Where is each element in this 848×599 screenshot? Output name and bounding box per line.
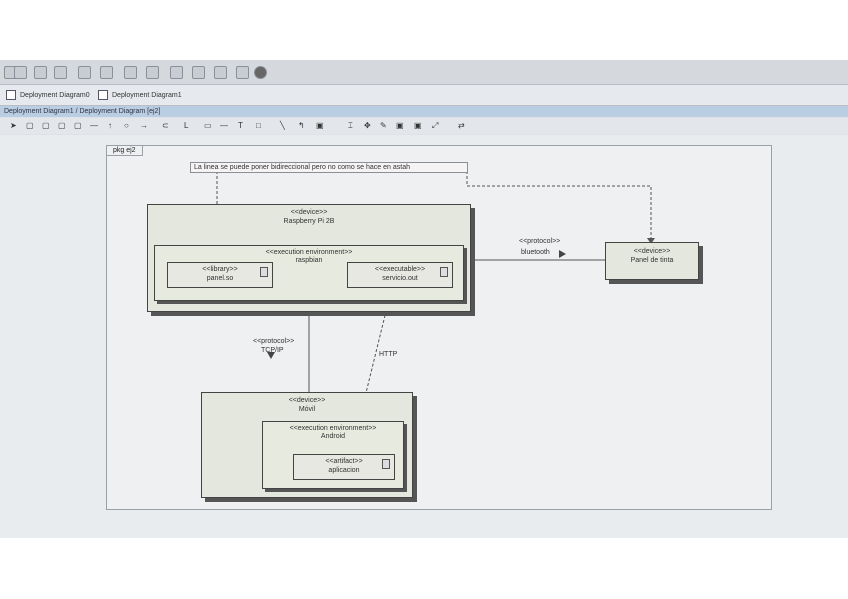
raspbian-name: raspbian [295, 257, 323, 264]
resize-tool-icon[interactable]: ⤢ [432, 121, 439, 130]
component-tool-icon[interactable]: ▢ [58, 121, 66, 130]
toolbar-button[interactable] [214, 66, 227, 79]
save-icon[interactable] [14, 66, 27, 79]
artifact-icon [382, 459, 390, 469]
aplicacion-artifact[interactable]: <<artifact>> aplicacion [293, 454, 395, 480]
move-tool-icon[interactable]: ✥ [364, 121, 371, 130]
pin-tool-icon[interactable]: ✎ [380, 121, 387, 130]
layout-tool-icon[interactable]: ⇄ [458, 121, 465, 130]
toolbar-button[interactable] [100, 66, 113, 79]
tcp-label: TCP/IP [261, 347, 284, 354]
toolbar-button[interactable] [54, 66, 67, 79]
diagram-icon [98, 90, 108, 100]
tcp-direction-arrow [267, 352, 275, 359]
application-window: Deployment Diagram0 Deployment Diagram1 … [0, 60, 848, 538]
android-name: Android [320, 433, 346, 440]
tab-deployment-diagram0[interactable]: Deployment Diagram0 [0, 88, 96, 102]
android-stereotype: <<execution environment>> [289, 425, 377, 432]
connector-tool-icon[interactable]: → [140, 121, 148, 130]
android-environment[interactable]: <<execution environment>> Android <<arti… [262, 421, 404, 489]
diagram-tab-bar: Deployment Diagram0 Deployment Diagram1 [0, 85, 848, 106]
raspberry-stereotype: <<device>> [290, 209, 328, 216]
panel-so-stereotype: <<library>> [202, 266, 238, 273]
servicio-stereotype: <<executable>> [374, 266, 426, 273]
toolbar-button[interactable] [236, 66, 249, 79]
panel-tinta-stereotype: <<device>> [633, 248, 671, 255]
diagram-title: Deployment Diagram1 / Deployment Diagram… [0, 106, 848, 117]
angle-tool-icon[interactable]: L [184, 121, 189, 130]
interface-tool-icon[interactable]: ○ [124, 121, 129, 130]
image-tool-icon[interactable]: ▣ [316, 121, 324, 130]
diagram-canvas[interactable]: pkg ej2 [0, 135, 848, 538]
dependency-tool-icon[interactable]: ↑ [108, 121, 112, 130]
curve-tool-icon[interactable]: ↰ [298, 121, 305, 130]
artifact-tool-icon[interactable]: ▢ [74, 121, 82, 130]
draw-line-tool-icon[interactable]: ╲ [280, 121, 285, 130]
raspbian-environment[interactable]: <<execution environment>> raspbian <<lib… [154, 245, 464, 301]
aplicacion-name: aplicacion [328, 467, 360, 474]
frame-tool-icon[interactable]: ▣ [396, 121, 404, 130]
tab-deployment-diagram1[interactable]: Deployment Diagram1 [92, 88, 188, 102]
panel-tinta-name: Panel de tinta [630, 257, 674, 264]
select-arrow-icon[interactable]: ➤ [10, 121, 17, 130]
node-tool-icon[interactable]: ▢ [26, 121, 34, 130]
diagram-palette: ➤ ▢ ▢ ▢ ▢ — ↑ ○ → ⊂ L ▭ — T □ ╲ ↰ ▣ ⌶ ✥ … [0, 118, 848, 134]
bluetooth-label: bluetooth [521, 249, 550, 256]
main-toolbar [0, 60, 848, 85]
toolbar-button[interactable] [192, 66, 205, 79]
raspbian-stereotype: <<execution environment>> [265, 249, 353, 256]
frame-tool-icon[interactable]: ▣ [414, 121, 422, 130]
package-frame: pkg ej2 [106, 145, 772, 510]
movil-device-node[interactable]: <<device>> Móvil <<execution environment… [201, 392, 413, 498]
text-tool-icon[interactable]: T [238, 121, 243, 130]
panel-so-name: panel.so [206, 275, 234, 282]
toolbar-button[interactable] [78, 66, 91, 79]
panel-tinta-device-node[interactable]: <<device>> Panel de tinta [605, 242, 699, 280]
note-tool-icon[interactable]: ▭ [204, 121, 212, 130]
package-frame-label: pkg ej2 [107, 146, 143, 156]
panel-so-library[interactable]: <<library>> panel.so [167, 262, 273, 288]
line-tool-icon[interactable]: — [220, 121, 228, 130]
tab-label: Deployment Diagram0 [20, 91, 90, 99]
env-tool-icon[interactable]: ▢ [42, 121, 50, 130]
line-tool-icon[interactable]: — [90, 121, 98, 130]
movil-name: Móvil [298, 406, 316, 413]
raspberry-name: Raspberry Pi 2B [283, 218, 335, 225]
link-tool-icon[interactable]: ⊂ [162, 121, 169, 130]
record-icon[interactable] [254, 66, 267, 79]
tab-label: Deployment Diagram1 [112, 91, 182, 99]
movil-stereotype: <<device>> [288, 397, 326, 404]
toolbar-button[interactable] [146, 66, 159, 79]
bluetooth-direction-arrow [559, 250, 566, 258]
toolbar-button[interactable] [124, 66, 137, 79]
http-label: HTTP [379, 351, 398, 358]
servicio-executable[interactable]: <<executable>> servicio.out [347, 262, 453, 288]
toolbar-button[interactable] [34, 66, 47, 79]
diagram-icon [6, 90, 16, 100]
tcp-stereotype: <<protocol>> [253, 338, 295, 345]
rect-tool-icon[interactable]: □ [256, 121, 261, 130]
servicio-name: servicio.out [382, 275, 418, 282]
align-tool-icon[interactable]: ⌶ [348, 121, 353, 130]
component-icon [440, 267, 448, 277]
aplicacion-stereotype: <<artifact>> [325, 458, 363, 465]
raspberry-device-node[interactable]: <<device>> Raspberry Pi 2B <<execution e… [147, 204, 471, 312]
toolbar-button[interactable] [170, 66, 183, 79]
component-icon [260, 267, 268, 277]
bluetooth-stereotype: <<protocol>> [519, 238, 561, 245]
diagram-note[interactable]: La linea se puede poner bidireccional pe… [190, 162, 468, 173]
